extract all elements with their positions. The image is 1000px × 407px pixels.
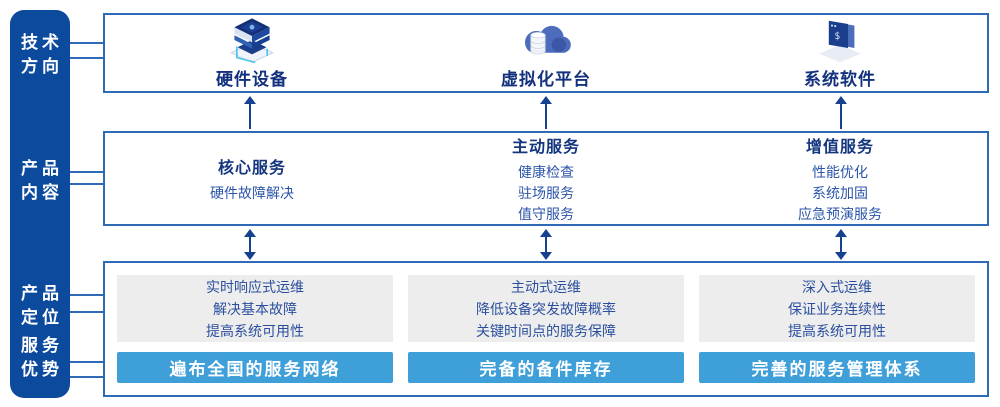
sidebar-label-service-advantage: 服务 优势	[10, 334, 70, 382]
arrow-up-icon	[540, 96, 552, 129]
product-positioning-box: 实时响应式运维 解决基本故障 提高系统可用性 遍布全国的服务网络 主动式运维 降…	[103, 261, 989, 397]
advantage-bar: 遍布全国的服务网络	[117, 352, 393, 383]
positioning-column: 深入式运维 保证业务连续性 提高系统可用性 完善的服务管理体系	[699, 275, 975, 383]
sidebar-label-product-positioning: 产品 定位	[10, 282, 70, 330]
service-item: 性能优化	[812, 163, 868, 180]
sidebar-label-product-content: 产品 内容	[10, 157, 70, 205]
tech-item-hardware: 硬件设备	[105, 15, 399, 91]
service-item: 系统加固	[812, 184, 868, 201]
positioning-line: 降低设备突发故障概率	[476, 300, 616, 317]
positioning-line: 实时响应式运维	[206, 278, 304, 295]
service-column-active: 主动服务 健康检查 驻场服务 值守服务	[399, 133, 693, 224]
tech-item-label: 系统软件	[804, 70, 876, 89]
connector-line	[70, 57, 104, 59]
sidebar-label-line: 定位	[21, 308, 63, 327]
svg-text:$: $	[834, 31, 840, 42]
software-window-icon: $	[819, 20, 861, 63]
arrow-double-icon	[540, 229, 552, 260]
service-item: 健康检查	[518, 163, 574, 180]
positioning-column: 实时响应式运维 解决基本故障 提高系统可用性 遍布全国的服务网络	[117, 275, 393, 383]
sidebar-label-line: 产品	[21, 284, 63, 303]
positioning-line: 解决基本故障	[213, 300, 297, 317]
connector-line	[70, 311, 104, 313]
connector-line	[70, 376, 104, 378]
service-item: 值守服务	[518, 205, 574, 222]
sidebar-label-line: 技术	[21, 33, 63, 52]
positioning-line: 提高系统可用性	[788, 322, 886, 339]
service-column-value-added: 增值服务 性能优化 系统加固 应急预演服务	[693, 133, 987, 224]
positioning-line: 提高系统可用性	[206, 322, 304, 339]
service-heading: 增值服务	[805, 138, 874, 156]
positioning-line: 深入式运维	[802, 278, 872, 295]
positioning-panel: 主动式运维 降低设备突发故障概率 关键时间点的服务保障	[408, 275, 684, 343]
service-heading: 主动服务	[511, 138, 580, 156]
arrow-up-icon	[835, 96, 847, 129]
arrow-double-icon	[244, 229, 256, 260]
sidebar-label-line: 服务	[21, 336, 63, 355]
arrow-double-icon	[835, 229, 847, 260]
connector-line	[70, 171, 104, 173]
positioning-panel: 深入式运维 保证业务连续性 提高系统可用性	[699, 275, 975, 343]
connector-line	[70, 42, 104, 44]
connector-line	[70, 183, 104, 185]
sidebar-label-line: 内容	[21, 183, 63, 202]
arrow-up-icon	[244, 96, 256, 129]
tech-item-virtualization: 虚拟化平台	[399, 15, 693, 91]
service-item: 硬件故障解决	[210, 184, 294, 201]
cloud-database-icon	[524, 25, 571, 55]
positioning-column: 主动式运维 降低设备突发故障概率 关键时间点的服务保障 完备的备件库存	[408, 275, 684, 383]
server-stack-icon	[229, 18, 275, 64]
connector-line	[70, 361, 104, 363]
sidebar-label-line: 方向	[21, 57, 63, 76]
tech-item-label: 虚拟化平台	[501, 70, 591, 89]
tech-item-software: $ 系统软件	[693, 15, 987, 91]
sidebar-label-line: 产品	[21, 159, 63, 178]
sidebar-label-tech-direction: 技术 方向	[10, 31, 70, 79]
positioning-panel: 实时响应式运维 解决基本故障 提高系统可用性	[117, 275, 393, 343]
sidebar-label-line: 优势	[21, 360, 63, 379]
advantage-bar: 完善的服务管理体系	[699, 352, 975, 383]
sidebar: 技术 方向 产品 内容 产品 定位 服务 优势	[10, 10, 70, 398]
product-content-box: 核心服务 硬件故障解决 主动服务 健康检查 驻场服务 值守服务 增值服务 性能优…	[103, 131, 989, 226]
positioning-line: 主动式运维	[511, 278, 581, 295]
service-heading: 核心服务	[217, 159, 286, 177]
service-item: 驻场服务	[518, 184, 574, 201]
tech-item-label: 硬件设备	[216, 70, 288, 89]
connector-line	[70, 294, 104, 296]
tech-direction-box: 硬件设备 虚拟化平台 $ 系统软件	[103, 13, 989, 93]
positioning-line: 保证业务连续性	[788, 300, 886, 317]
positioning-line: 关键时间点的服务保障	[476, 322, 616, 339]
advantage-bar: 完备的备件库存	[408, 352, 684, 383]
service-column-core: 核心服务 硬件故障解决	[105, 133, 399, 224]
service-item: 应急预演服务	[798, 205, 882, 222]
